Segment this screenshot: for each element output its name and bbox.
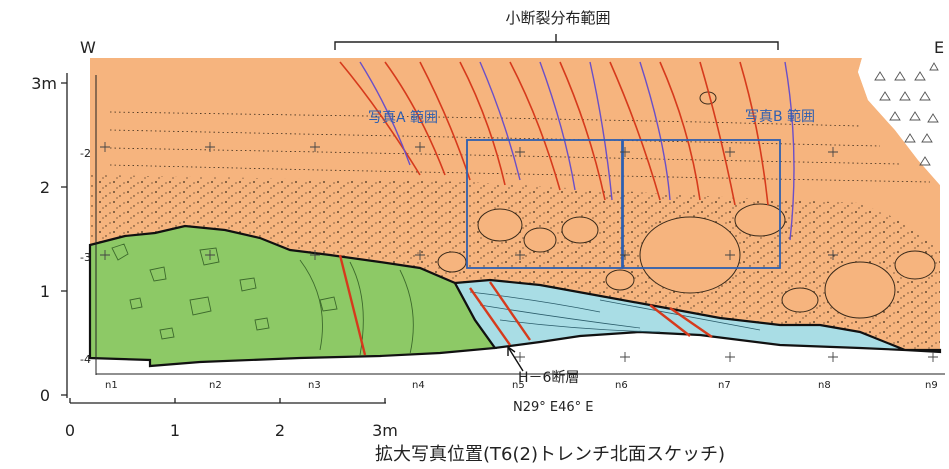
gravel-band <box>90 175 940 350</box>
scale-tick-2: 2 <box>275 421 285 440</box>
left-tick-3m: 3m <box>31 74 57 93</box>
fracture-red <box>339 61 769 206</box>
depth-tick-3: -3 <box>80 251 91 264</box>
cobbles <box>437 91 936 319</box>
photo-a-frame <box>466 139 623 269</box>
fault-name: H－6断層 <box>518 370 579 386</box>
left-tick-0: 0 <box>40 386 50 405</box>
fault-strike: N29° E46° E <box>513 400 594 415</box>
depth-tick-2: -2 <box>80 147 91 160</box>
grid-crosses <box>100 142 938 362</box>
green-clasts <box>111 243 414 356</box>
station-n4: n4 <box>412 380 425 391</box>
station-n1: n1 <box>105 380 118 391</box>
left-tick-1: 1 <box>40 282 50 301</box>
breccia-zone <box>858 58 940 185</box>
fracture-purple <box>359 61 795 241</box>
breccia-triangles <box>874 62 939 166</box>
scale-tick-1: 1 <box>170 421 180 440</box>
bottom-scale <box>69 398 386 404</box>
scale-tick-3m: 3m <box>372 421 398 440</box>
range-bracket <box>334 34 779 50</box>
west-label: W <box>80 38 96 57</box>
fault-arrow <box>507 346 524 372</box>
station-n7: n7 <box>718 380 731 391</box>
blue-layer <box>453 278 942 354</box>
station-n9: n9 <box>925 380 938 391</box>
east-label: E <box>934 38 944 57</box>
photo-b-label: 写真B 範囲 <box>745 108 815 125</box>
station-n6: n6 <box>615 380 628 391</box>
photo-b-frame <box>622 139 781 269</box>
station-n8: n8 <box>818 380 831 391</box>
station-n3: n3 <box>308 380 321 391</box>
station-n2: n2 <box>209 380 222 391</box>
left-axis <box>61 73 68 398</box>
station-n5: n5 <box>512 380 525 391</box>
blue-bedding <box>469 291 761 333</box>
figure-caption: 拡大写真位置(T6(2)トレンチ北面スケッチ) <box>375 444 725 465</box>
scale-tick-0: 0 <box>65 421 75 440</box>
h6-fault-lines <box>338 254 713 356</box>
left-tick-2: 2 <box>40 178 50 197</box>
station-labels: n1 n2 n3 n4 n5 n6 n7 n8 n9 <box>105 380 938 391</box>
range-label: 小断裂分布範囲 <box>505 9 610 27</box>
depth-tick-4: -4 <box>80 353 91 366</box>
photo-a-label: 写真A 範囲 <box>368 109 438 126</box>
